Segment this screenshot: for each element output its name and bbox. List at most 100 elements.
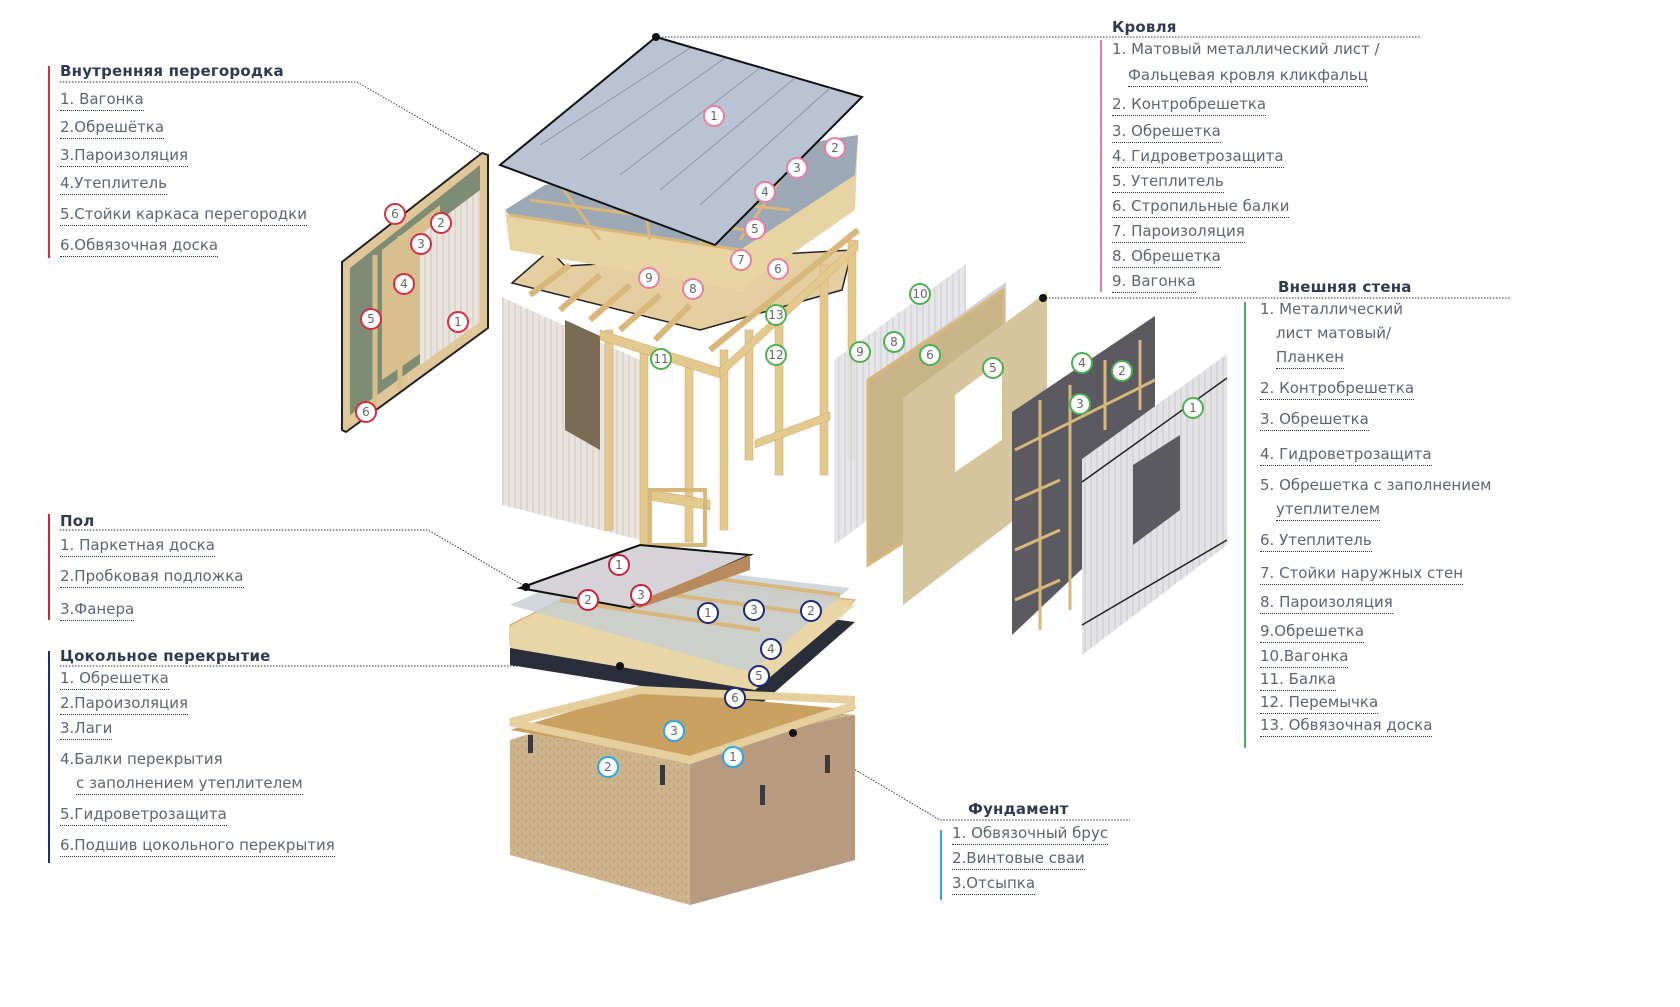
legend-item: 3. Обрешетка [1112, 122, 1380, 143]
legend-item-text: 3.Пароизоляция [60, 146, 188, 167]
callout-badge-wall: 5 [982, 357, 1004, 379]
legend-item: Планкен [1260, 348, 1492, 369]
legend-item-text: 10.Вагонка [1260, 647, 1349, 668]
callout-badge-partition: 1 [447, 311, 469, 333]
callout-badge-foundation: 3 [663, 720, 685, 742]
legend-accent-bar [48, 66, 50, 258]
legend-item: 4. Гидроветрозащита [1112, 147, 1380, 168]
legend-item: 2.Винтовые сваи [952, 849, 1108, 870]
legend-item-text: 4. Гидроветрозащита [1260, 445, 1432, 466]
legend-item-text: 5. Обрешетка с заполнением [1260, 476, 1492, 494]
legend-item-text: 6. Утеплитель [1260, 531, 1372, 552]
svg-text:1: 1 [704, 606, 712, 620]
callout-badge-roof: 9 [638, 267, 660, 289]
callout-badge-floor: 1 [608, 554, 630, 576]
legend-item-text: 5.Стойки каркаса перегородки [60, 205, 307, 226]
legend-item-text: утеплителем [1276, 500, 1381, 521]
svg-text:4: 4 [400, 277, 408, 291]
callout-badge-basement: 6 [724, 687, 746, 709]
legend-item: 1. Паркетная доска [60, 536, 244, 557]
callout-badge-wall: 12 [765, 344, 787, 366]
callout-badge-wall: 13 [765, 304, 787, 326]
svg-text:10: 10 [912, 287, 927, 301]
legend-item-text: 5.Гидроветрозащита [60, 805, 227, 826]
legend-items: 1. Паркетная доска 2.Пробковая подложка 3.… [60, 536, 244, 621]
svg-text:13: 13 [768, 308, 783, 322]
legend-item: 7. Пароизоляция [1112, 222, 1380, 243]
legend-item: 13. Обвязочная доска [1260, 716, 1492, 737]
floor-illustration [509, 543, 857, 705]
legend-item: 2.Пробковая подложка [60, 567, 244, 588]
svg-text:3: 3 [417, 237, 425, 251]
legend-title: Кровля [1112, 18, 1177, 36]
legend-item-text: 2. Контробрешетка [1112, 95, 1267, 116]
legend-item-text: с заполнением утеплителем [76, 774, 303, 795]
legend-item: 9. Вагонка [1112, 272, 1380, 293]
legend-item: Фальцевая кровля кликфальц [1112, 66, 1380, 87]
svg-text:6: 6 [391, 207, 399, 221]
svg-text:1: 1 [454, 315, 462, 329]
svg-text:5: 5 [989, 361, 997, 375]
svg-text:2: 2 [584, 593, 592, 607]
legend-item-text: 4.Балки перекрытия [60, 750, 223, 768]
legend-item-text: 3. Обрешетка [1112, 122, 1221, 143]
callout-badge-roof: 3 [786, 157, 808, 179]
callout-badge-wall: 10 [909, 283, 931, 305]
legend-item-text: 3. Обрешетка [1260, 410, 1369, 431]
legend-item-text: 12. Перемычка [1260, 693, 1379, 714]
legend-item: 4.Утеплитель [60, 174, 307, 195]
callout-badge-basement: 2 [800, 600, 822, 622]
legend-item-text: 1. Матовый металлический лист / [1112, 40, 1380, 58]
legend-item: утеплителем [1260, 500, 1492, 521]
legend-items: 1. Вагонка 2.Обрешётка 3.Пароизоляция 4.Уте… [60, 90, 307, 257]
callout-badge-wall: 1 [1182, 397, 1204, 419]
legend-item: 1. Вагонка [60, 90, 307, 111]
svg-text:4: 4 [761, 185, 769, 199]
callout-badge-partition: 6 [384, 203, 406, 225]
svg-text:12: 12 [768, 348, 783, 362]
callout-badge-basement: 5 [748, 665, 770, 687]
callout-badge-basement: 4 [760, 638, 782, 660]
legend-item: 5.Гидроветрозащита [60, 805, 335, 826]
svg-text:2: 2 [604, 760, 612, 774]
legend-item-text: 9.Обрешетка [1260, 622, 1365, 643]
svg-text:6: 6 [731, 691, 739, 705]
legend-item-text: 1. Металлический [1260, 300, 1403, 318]
svg-text:2: 2 [831, 141, 839, 155]
legend-item: 6.Обвязочная доска [60, 236, 307, 257]
legend-accent-bar [48, 651, 50, 863]
svg-text:5: 5 [755, 669, 763, 683]
legend-item-text: 1. Обрешетка [60, 669, 169, 690]
svg-text:7: 7 [737, 253, 745, 267]
callout-badge-roof: 4 [754, 181, 776, 203]
legend-item: 3.Фанера [60, 600, 244, 621]
legend-item-text: 4. Гидроветрозащита [1112, 147, 1284, 168]
svg-text:3: 3 [750, 603, 758, 617]
svg-text:8: 8 [689, 282, 697, 296]
legend-title: Цокольное перекрытие [60, 647, 271, 665]
legend-item: 3.Лаги [60, 719, 335, 740]
svg-text:2: 2 [437, 216, 445, 230]
callout-badge-roof: 6 [767, 258, 789, 280]
legend-item-text: 6. Стропильные балки [1112, 197, 1290, 218]
legend-item: 6.Подшив цокольного перекрытия [60, 836, 335, 857]
svg-text:9: 9 [645, 271, 653, 285]
legend-item: 5. Обрешетка с заполнением [1260, 476, 1492, 496]
legend-item-text: 5. Утеплитель [1112, 172, 1224, 193]
legend-item: 11. Балка [1260, 670, 1492, 691]
legend-item: 2.Обрешётка [60, 118, 307, 139]
callout-badge-partition: 5 [360, 308, 382, 330]
svg-text:5: 5 [367, 312, 375, 326]
callout-badge-partition: 4 [393, 273, 415, 295]
legend-item: 3. Обрешетка [1260, 410, 1492, 431]
legend-item-text: 7. Стойки наружных стен [1260, 564, 1464, 585]
legend-item-text: 1. Обвязочный брус [952, 824, 1109, 845]
legend-item-text: 4.Утеплитель [60, 174, 167, 195]
legend-item: 1. Обвязочный брус [952, 824, 1109, 845]
callout-badge-wall: 3 [1069, 393, 1091, 415]
callout-badge-foundation: 2 [597, 756, 619, 778]
